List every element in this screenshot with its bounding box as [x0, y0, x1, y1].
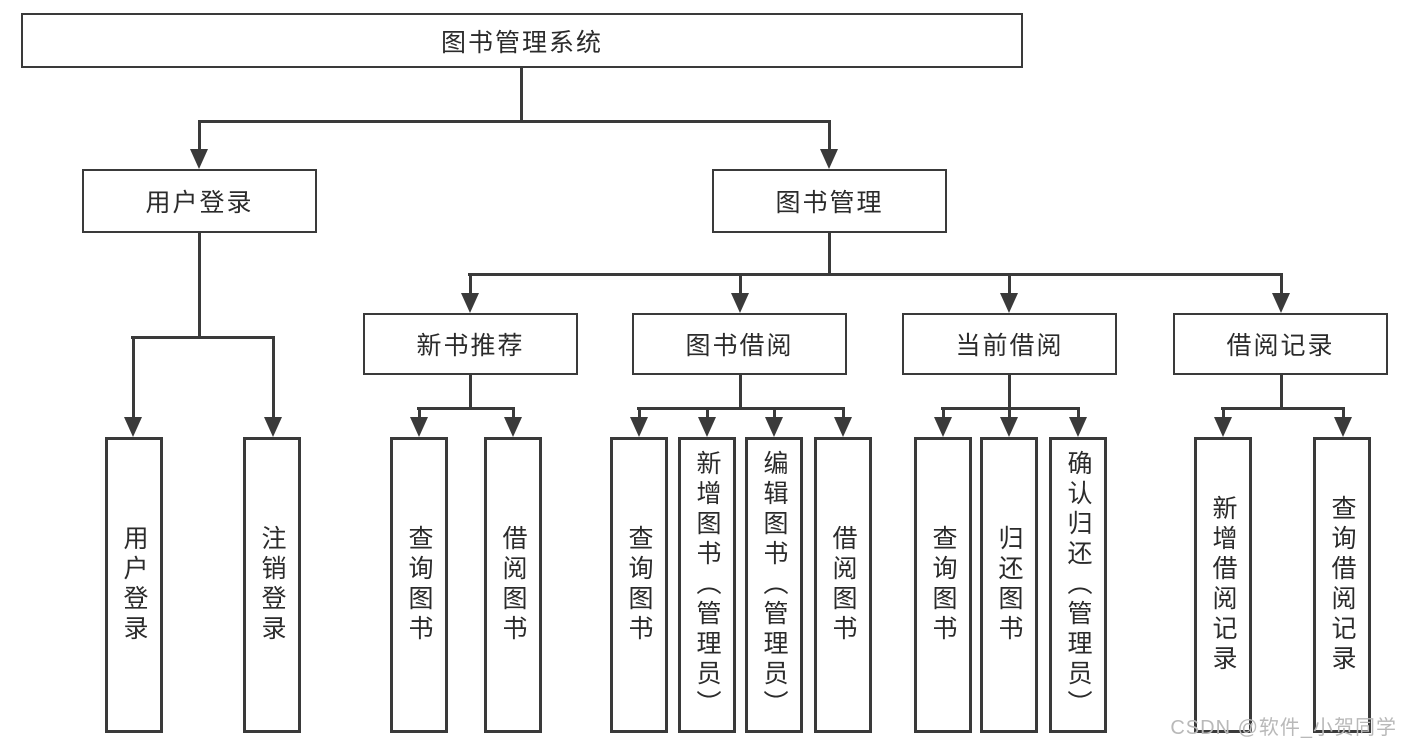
node-book-management: 图书管理 — [712, 169, 947, 233]
connector-line — [520, 68, 523, 123]
leaf-add-borrow-record: 新增借阅记录 — [1194, 437, 1252, 733]
connector-line — [1221, 407, 1344, 410]
leaf-return-books: 归还图书 — [980, 437, 1038, 733]
node-user-login: 用户登录 — [82, 169, 317, 233]
node-label: 图书借阅 — [685, 332, 794, 360]
connector-line — [1222, 407, 1225, 420]
connector-line — [1008, 375, 1011, 410]
connector-line — [637, 407, 844, 410]
leaf-query-books-3: 查询图书 — [914, 437, 972, 733]
node-new-book-recommend: 新书推荐 — [363, 313, 578, 375]
connector-line — [132, 336, 135, 420]
arrow-head — [1214, 417, 1232, 437]
leaf-logout: 注销登录 — [243, 437, 301, 733]
arrow-head — [731, 293, 749, 313]
connector-line — [1077, 407, 1080, 420]
connector-line — [198, 120, 201, 154]
connector-line — [739, 375, 742, 410]
arrow-head — [698, 417, 716, 437]
leaf-query-books-1: 查询图书 — [390, 437, 448, 733]
node-current-borrowing: 当前借阅 — [902, 313, 1117, 375]
arrow-head — [934, 417, 952, 437]
arrow-head — [1000, 417, 1018, 437]
leaf-user-login: 用户登录 — [105, 437, 163, 733]
leaf-edit-books-admin: 编辑图书（管理员） — [745, 437, 803, 733]
leaf-query-borrow-record: 查询借阅记录 — [1313, 437, 1371, 733]
connector-line — [739, 273, 742, 296]
connector-line — [1280, 273, 1283, 296]
leaf-label: 新增图书（管理员） — [693, 450, 721, 720]
connector-line — [1342, 407, 1345, 420]
connector-line — [773, 407, 776, 420]
node-root-label: 图书管理系统 — [440, 28, 603, 57]
connector-line — [198, 233, 201, 339]
connector-line — [468, 273, 1282, 276]
leaf-label: 用户登录 — [120, 525, 148, 645]
arrow-head — [834, 417, 852, 437]
leaf-borrow-books-1: 借阅图书 — [484, 437, 542, 733]
arrow-head — [1069, 417, 1087, 437]
arrow-head — [504, 417, 522, 437]
leaf-label: 新增借阅记录 — [1209, 495, 1237, 675]
connector-line — [469, 273, 472, 296]
watermark: CSDN @软件_小贺同学 — [1170, 717, 1397, 739]
connector-line — [942, 407, 945, 420]
connector-line — [1008, 273, 1011, 296]
connector-line — [417, 407, 515, 410]
arrow-head — [1334, 417, 1352, 437]
leaf-label: 查询图书 — [405, 525, 433, 645]
connector-line — [272, 336, 275, 420]
leaf-label: 查询图书 — [625, 525, 653, 645]
leaf-add-books-admin: 新增图书（管理员） — [678, 437, 736, 733]
arrow-head — [410, 417, 428, 437]
leaf-label: 借阅图书 — [829, 525, 857, 645]
connector-line — [198, 120, 831, 123]
arrow-head — [190, 149, 208, 169]
leaf-label: 归还图书 — [995, 525, 1023, 645]
connector-line — [131, 336, 274, 339]
node-label: 借阅记录 — [1226, 332, 1335, 360]
connector-line — [842, 407, 845, 420]
connector-line — [706, 407, 709, 420]
arrow-head — [820, 149, 838, 169]
connector-line — [638, 407, 641, 420]
connector-line — [1280, 375, 1283, 410]
node-label: 用户登录 — [145, 189, 254, 217]
leaf-label: 查询图书 — [929, 525, 957, 645]
node-root: 图书管理系统 — [21, 13, 1023, 68]
connector-line — [512, 407, 515, 420]
node-label: 图书管理 — [775, 189, 884, 217]
arrow-head — [765, 417, 783, 437]
connector-line — [828, 233, 831, 276]
node-label: 当前借阅 — [955, 332, 1064, 360]
connector-line — [828, 120, 831, 154]
connector-line — [1008, 407, 1011, 420]
arrow-head — [124, 417, 142, 437]
leaf-query-books-2: 查询图书 — [610, 437, 668, 733]
leaf-label: 编辑图书（管理员） — [760, 450, 788, 720]
arrow-head — [1272, 293, 1290, 313]
leaf-borrow-books-2: 借阅图书 — [814, 437, 872, 733]
leaf-label: 注销登录 — [258, 525, 286, 645]
leaf-label: 确认归还（管理员） — [1064, 450, 1092, 720]
connector-line — [418, 407, 421, 420]
arrow-head — [630, 417, 648, 437]
node-label: 新书推荐 — [416, 332, 525, 360]
node-book-borrowing: 图书借阅 — [632, 313, 847, 375]
leaf-label: 借阅图书 — [499, 525, 527, 645]
leaf-label: 查询借阅记录 — [1328, 495, 1356, 675]
arrow-head — [461, 293, 479, 313]
arrow-head — [1000, 293, 1018, 313]
arrow-head — [264, 417, 282, 437]
node-borrowing-records: 借阅记录 — [1173, 313, 1388, 375]
leaf-confirm-return-admin: 确认归还（管理员） — [1049, 437, 1107, 733]
connector-line — [469, 375, 472, 410]
